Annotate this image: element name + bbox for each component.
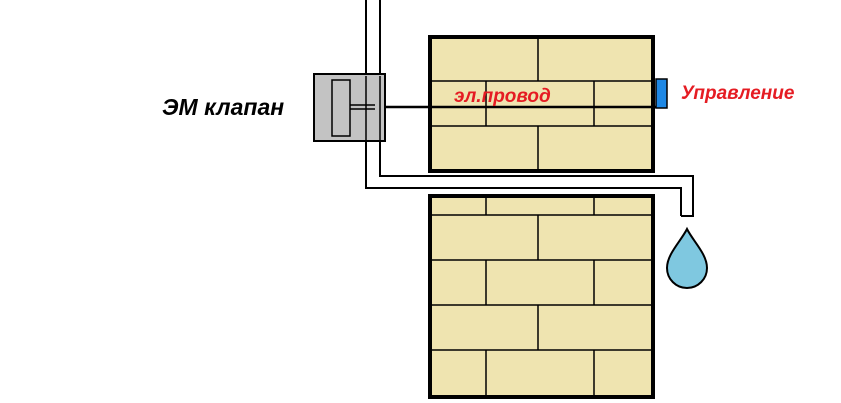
solenoid-valve [313, 73, 386, 142]
lower-brick-wall [428, 194, 655, 399]
control-label: Управление [681, 83, 795, 104]
valve-label: ЭМ клапан [162, 94, 284, 120]
wire-label: эл.провод [454, 86, 551, 107]
upper-brick-wall [428, 35, 655, 173]
control-box-icon [655, 78, 668, 109]
water-drop-icon [665, 226, 709, 289]
